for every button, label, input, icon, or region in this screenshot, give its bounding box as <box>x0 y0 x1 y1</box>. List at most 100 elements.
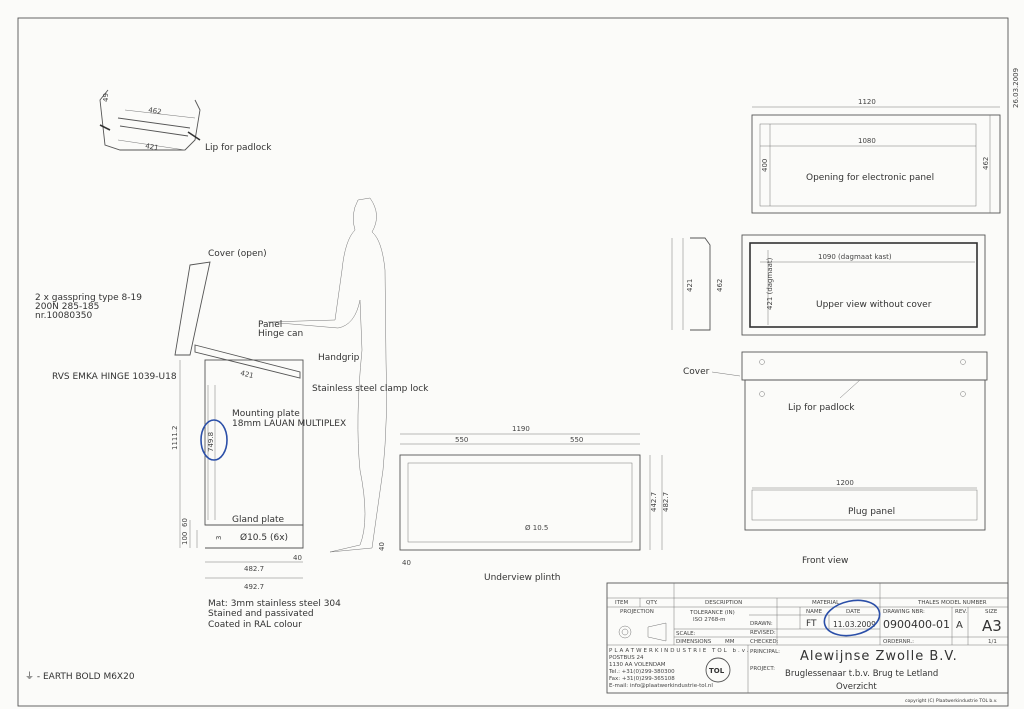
subtitle: Overzicht <box>836 682 877 692</box>
gasspring-line-2: 200N 285-185 <box>35 302 99 312</box>
size: A3 <box>982 617 1002 635</box>
name-header: NAME <box>806 609 823 615</box>
tol-logo-text: TOL <box>709 667 725 675</box>
dim-height: 1111.2 <box>171 426 179 451</box>
projection-symbol-cone <box>647 622 667 642</box>
address-line-1: POSTBUS 24 <box>609 655 644 661</box>
underview-plinth: 1190 550 550 442.7 482.7 Ø 10.5 40 40 Un… <box>378 425 670 583</box>
opening-label: Opening for electronic panel <box>806 173 934 183</box>
hinge-can-label: Hinge can <box>258 329 303 339</box>
principal-label: PRINCIPAL: <box>750 649 780 655</box>
material-line-3: Coated in RAL colour <box>208 620 302 630</box>
address-line-2: 1130 AA VOLENDAM <box>609 662 666 668</box>
sheet-border <box>17 17 1009 707</box>
dim-492-7: 492.7 <box>244 583 264 591</box>
cover-label: Cover <box>683 367 710 377</box>
th-qty: QTY. <box>646 600 658 606</box>
handgrip-label: Handgrip <box>318 353 360 363</box>
th-model: THALES MODEL NUMBER <box>917 600 987 606</box>
dim-section-462: 462 <box>716 279 724 292</box>
rev: A <box>956 620 963 631</box>
dim-482-7: 482.7 <box>244 565 264 573</box>
hinge-label: RVS EMKA HINGE 1039-U18 <box>52 372 177 382</box>
dim-40-a: 40 <box>378 542 386 551</box>
dim-100: 100 <box>181 532 189 545</box>
drawn-date: 11.03.2009 <box>833 620 876 629</box>
project: Bruglessenaar t.b.v. Brug te Letland <box>785 669 938 679</box>
earth-bolt-note: ⏚ - EARTH BOLD M6X20 <box>25 671 135 682</box>
drawn-label: DRAWN: <box>750 621 773 627</box>
rev-label: REV. <box>955 609 967 615</box>
material-line-1: Mat: 3mm stainless steel 304 <box>208 599 341 609</box>
scale-label: SCALE: <box>676 631 696 637</box>
dim-400: 400 <box>761 159 769 172</box>
gland-plate-label: Gland plate <box>232 515 285 525</box>
dim-1090: 1090 (dagmaat kast) <box>818 253 892 261</box>
dim-49: 49 <box>102 93 110 102</box>
dim-462: 462 <box>148 106 163 116</box>
th-item: ITEM <box>615 600 628 606</box>
th-material: MATERIAL <box>812 600 840 606</box>
opening-view: 1120 1080 400 462 Opening for electronic… <box>751 98 1001 214</box>
blue-annotation-circle <box>200 419 228 461</box>
th-description: DESCRIPTION <box>705 600 742 606</box>
size-label: SIZE <box>985 609 998 615</box>
cover-open-label: Cover (open) <box>208 249 267 259</box>
copyright: copyright (C) Plaatwerkindustrie TOL b.v… <box>905 698 997 704</box>
front-view-title: Front view <box>802 556 848 566</box>
blue-date-circle <box>823 599 881 637</box>
dim-1080: 1080 <box>858 137 876 145</box>
checked-label: CHECKED: <box>750 639 779 645</box>
plinth-title: Underview plinth <box>484 573 560 583</box>
dim-1200: 1200 <box>836 479 854 487</box>
mounting-plate-label: Mounting plate <box>232 409 300 419</box>
order-label: ORDERNR.: <box>883 639 914 645</box>
project-label: PROJECT: <box>750 666 775 672</box>
dim-hole: Ø 10.5 <box>525 524 548 532</box>
dim-1120: 1120 <box>858 98 876 106</box>
dimensions-unit: MM <box>725 639 735 645</box>
panel-label: Panel <box>258 320 282 330</box>
drawing-nbr-label: DRAWING NBR: <box>883 609 925 615</box>
dim-40: 40 <box>293 554 302 562</box>
company-name: PLAATWERKINDUSTRIE TOL b.v. <box>609 648 750 654</box>
dim-60: 60 <box>181 518 189 527</box>
padlock-lip-detail: 462 421 49 Lip for padlock <box>99 89 272 153</box>
upper-view-label: Upper view without cover <box>816 300 932 310</box>
projection-label: PROJECTION <box>620 609 654 615</box>
lip-for-padlock-label: Lip for padlock <box>205 143 272 153</box>
front-view: Cover Lip for padlock 1200 Plug panel Fr… <box>683 351 988 566</box>
sheet-date: 26.03.2009 <box>1012 68 1020 108</box>
principal: Alewijnse Zwolle B.V. <box>800 649 958 664</box>
holes-label: Ø10.5 (6x) <box>240 532 288 543</box>
dim-3: 3 <box>215 536 223 540</box>
address-line-3: Tel.: +31(0)299-380300 <box>608 669 675 675</box>
dim-462: 462 <box>982 157 990 170</box>
dim-1190: 1190 <box>512 425 530 433</box>
revised-label: REVISED: <box>750 630 776 636</box>
title-block: ITEM QTY. DESCRIPTION MATERIAL THALES MO… <box>606 582 1009 704</box>
dim-421: 421 <box>145 142 160 152</box>
gasspring-line-3: nr.10080350 <box>35 311 93 321</box>
side-view: Cover (open) 2 x gasspring type 8-19 200… <box>35 249 429 630</box>
upper-view: 421 462 1090 (dagmaat kast) 421 (dagmaat… <box>671 234 986 336</box>
dim-421-dagmaat: 421 (dagmaat) <box>766 257 774 310</box>
sheet-number: 1/1 <box>988 639 997 645</box>
tol-logo <box>705 657 731 683</box>
projection-symbol-circle <box>618 625 632 639</box>
material-line-2: Stained and passivated <box>208 609 314 619</box>
human-figure <box>267 197 387 553</box>
dim-550-left: 550 <box>455 436 468 444</box>
dim-550-right: 550 <box>570 436 583 444</box>
dimensions-label: DIMENSIONS <box>676 639 712 645</box>
tolerance-label: TOLERANCE (IN) <box>689 610 735 616</box>
tolerance-std: ISO 2768-m <box>693 617 726 623</box>
gasspring-line-1: 2 x gasspring type 8-19 <box>35 293 142 303</box>
plug-panel-label: Plug panel <box>848 507 895 517</box>
dim-442-7: 442.7 <box>650 492 658 512</box>
dim-482-7-plinth: 482.7 <box>662 492 670 512</box>
address-line-5: E-mail: info@plaatwerkindustrie-tol.nl <box>609 683 713 689</box>
dim-421: 421 <box>240 369 255 380</box>
